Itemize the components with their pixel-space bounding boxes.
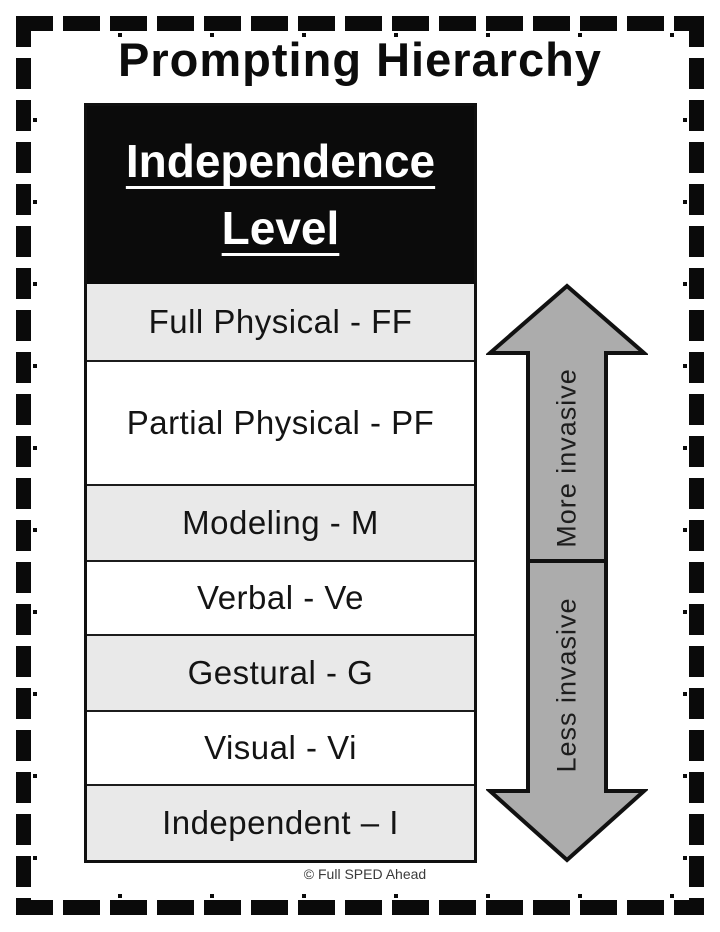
stitch-ticks-top [30,33,690,37]
row-label: Partial Physical - PF [126,404,435,441]
table-row-visual: Visual - Vi [87,710,474,784]
row-label: Full Physical - FF [148,303,413,340]
table-row-verbal: Verbal - Ve [87,560,474,634]
stitched-border-bottom [16,900,704,915]
table-row-modeling: Modeling - M [87,484,474,560]
down-arrow-shape [486,559,648,863]
table-header: Independence Level [87,106,474,284]
row-label: Verbal - Ve [197,579,364,616]
independence-level-table: Independence Level Full Physical - FF Pa… [84,103,477,863]
page-title: Prompting Hierarchy [118,33,602,86]
row-label: Visual - Vi [204,729,357,766]
stitch-ticks-right [683,40,687,892]
stitched-border-right [689,16,704,915]
row-label: Modeling - M [182,504,379,541]
stitched-border-left [16,16,31,915]
less-invasive-label: Less invasive [551,597,582,773]
row-label: Independent – I [162,804,399,841]
stitch-ticks-left [33,40,37,892]
table-row-partial-physical: Partial Physical - PF [87,360,474,484]
stitched-border-top [16,16,704,31]
row-label: Gestural - G [187,654,374,691]
stitch-ticks-bottom [30,894,690,898]
table-row-full-physical: Full Physical - FF [87,284,474,360]
table-row-independent: Independent – I [87,784,474,860]
double-arrow-graphic [486,283,648,863]
copyright-text: © Full SPED Ahead [303,866,427,882]
table-row-gestural: Gestural - G [87,634,474,710]
invasiveness-arrow: More invasive Less invasive [486,283,648,863]
table-header-label: Independence Level [125,135,436,254]
more-invasive-label: More invasive [551,368,582,548]
